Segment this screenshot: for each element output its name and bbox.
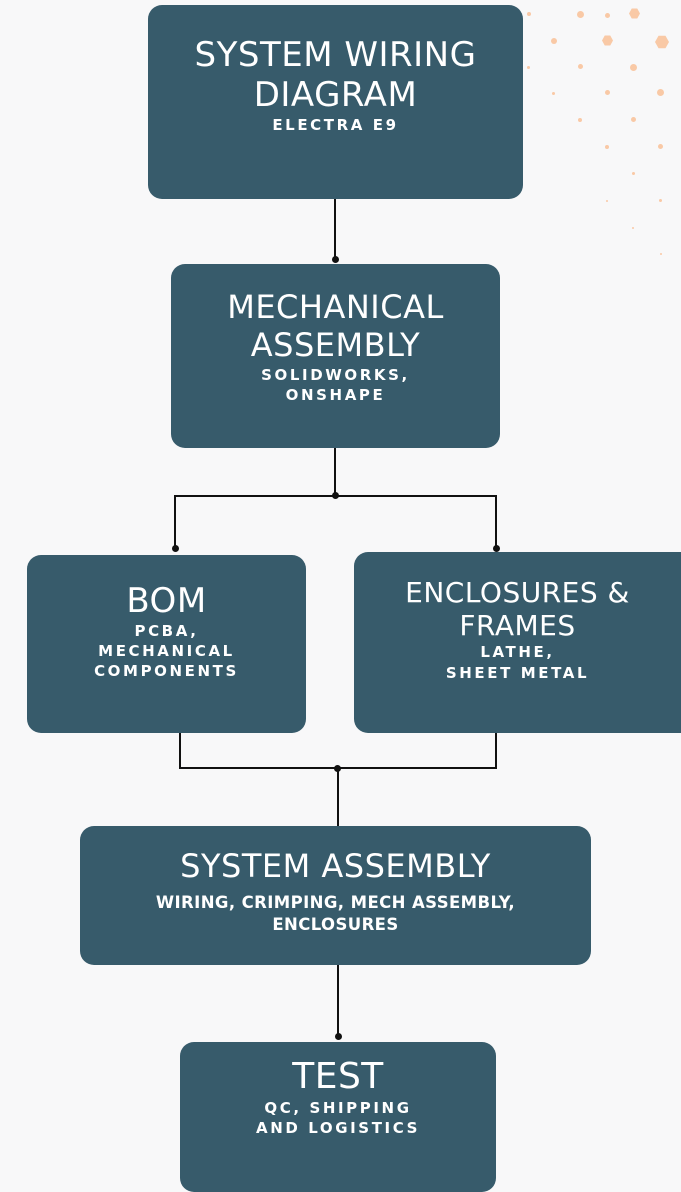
node-subtitle: LATHE, xyxy=(480,643,555,662)
node-subtitle: MECHANICAL xyxy=(98,641,235,660)
decor-dot xyxy=(527,66,530,69)
node-title: DIAGRAM xyxy=(253,74,418,115)
decor-dot xyxy=(658,144,663,149)
connector-to-bom xyxy=(174,495,176,547)
node-enclosures-frames: ENCLOSURES & FRAMES LATHE, SHEET METAL xyxy=(354,552,681,733)
decor-dot xyxy=(605,13,610,18)
node-system-assembly: SYSTEM ASSEMBLY WIRING, CRIMPING, MECH A… xyxy=(80,826,591,965)
decor-dot xyxy=(659,199,662,202)
connector-from-enclosures xyxy=(495,733,497,769)
node-subtitle: PCBA, xyxy=(134,621,199,640)
node-title: ENCLOSURES & xyxy=(405,576,630,610)
node-title: ASSEMBLY xyxy=(250,325,421,364)
decor-dot xyxy=(605,90,610,95)
connector-split-horizontal xyxy=(174,495,497,497)
node-subtitle: ONSHAPE xyxy=(285,385,386,404)
decor-dot xyxy=(527,12,531,16)
connector-dot xyxy=(172,545,179,552)
decor-dot xyxy=(577,11,584,18)
node-mechanical-assembly: MECHANICAL ASSEMBLY SOLIDWORKS, ONSHAPE xyxy=(171,264,500,448)
decor-dot xyxy=(632,227,634,229)
node-title: SYSTEM WIRING xyxy=(194,34,477,75)
node-title: SYSTEM ASSEMBLY xyxy=(180,847,491,886)
node-title: BOM xyxy=(126,580,207,621)
decor-dot xyxy=(578,64,583,69)
node-bom: BOM PCBA, MECHANICAL COMPONENTS xyxy=(27,555,306,733)
connector-dot xyxy=(335,1033,342,1040)
decor-dot xyxy=(606,200,608,202)
node-title: MECHANICAL xyxy=(227,288,444,326)
decor-dot xyxy=(552,92,555,95)
decor-dot xyxy=(630,64,637,71)
decor-dot xyxy=(657,89,664,96)
node-subtitle: ENCLOSURES xyxy=(272,915,399,935)
connector-dot xyxy=(332,256,339,263)
node-subtitle: SHEET METAL xyxy=(445,663,590,682)
decor-hex xyxy=(602,35,613,46)
connector-mech-split xyxy=(334,448,336,496)
node-subtitle: AND LOGISTICS xyxy=(255,1119,420,1138)
node-subtitle: WIRING, CRIMPING, MECH ASSEMBLY, xyxy=(155,893,516,913)
connector-wiring-mech xyxy=(334,199,336,259)
decor-dot xyxy=(605,145,609,149)
connector-merge-system xyxy=(337,767,339,826)
decor-dot xyxy=(578,118,582,122)
decor-dot xyxy=(632,172,635,175)
decor-dot xyxy=(551,38,557,44)
node-subtitle: ELECTRA E9 xyxy=(272,115,399,134)
decor-dot xyxy=(660,253,662,255)
node-title: TEST xyxy=(292,1055,384,1097)
decor-hex xyxy=(629,8,640,19)
connector-to-enclosures xyxy=(495,495,497,547)
decor-dot xyxy=(631,117,636,122)
connector-from-bom xyxy=(179,733,181,769)
node-test: TEST QC, SHIPPING AND LOGISTICS xyxy=(180,1042,496,1192)
node-title: FRAMES xyxy=(459,609,576,643)
decor-hex xyxy=(655,35,669,49)
node-subtitle: COMPONENTS xyxy=(94,662,239,681)
node-system-wiring-diagram: SYSTEM WIRING DIAGRAM ELECTRA E9 xyxy=(148,5,523,199)
connector-system-test xyxy=(337,965,339,1035)
node-subtitle: QC, SHIPPING xyxy=(264,1098,412,1117)
node-subtitle: SOLIDWORKS, xyxy=(261,365,410,384)
connector-dot xyxy=(493,545,500,552)
